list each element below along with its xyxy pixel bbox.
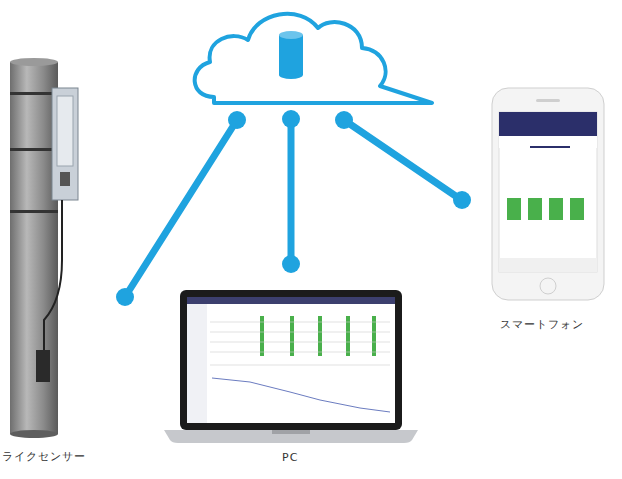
- database-icon: [279, 31, 303, 79]
- smartphone: [492, 88, 604, 300]
- cloud-outline: [195, 14, 432, 103]
- label-text: ライクセンサー: [2, 450, 86, 463]
- label-text: PC: [282, 451, 298, 464]
- link-lines: [116, 110, 471, 306]
- device-label: スマートフォン: [500, 313, 584, 332]
- device-label: PC: [282, 446, 298, 465]
- sensor-label: ライクセンサー: [2, 445, 86, 464]
- laptop: [164, 290, 418, 443]
- sensor-pole: [10, 58, 78, 438]
- label-text: スマートフォン: [500, 318, 584, 331]
